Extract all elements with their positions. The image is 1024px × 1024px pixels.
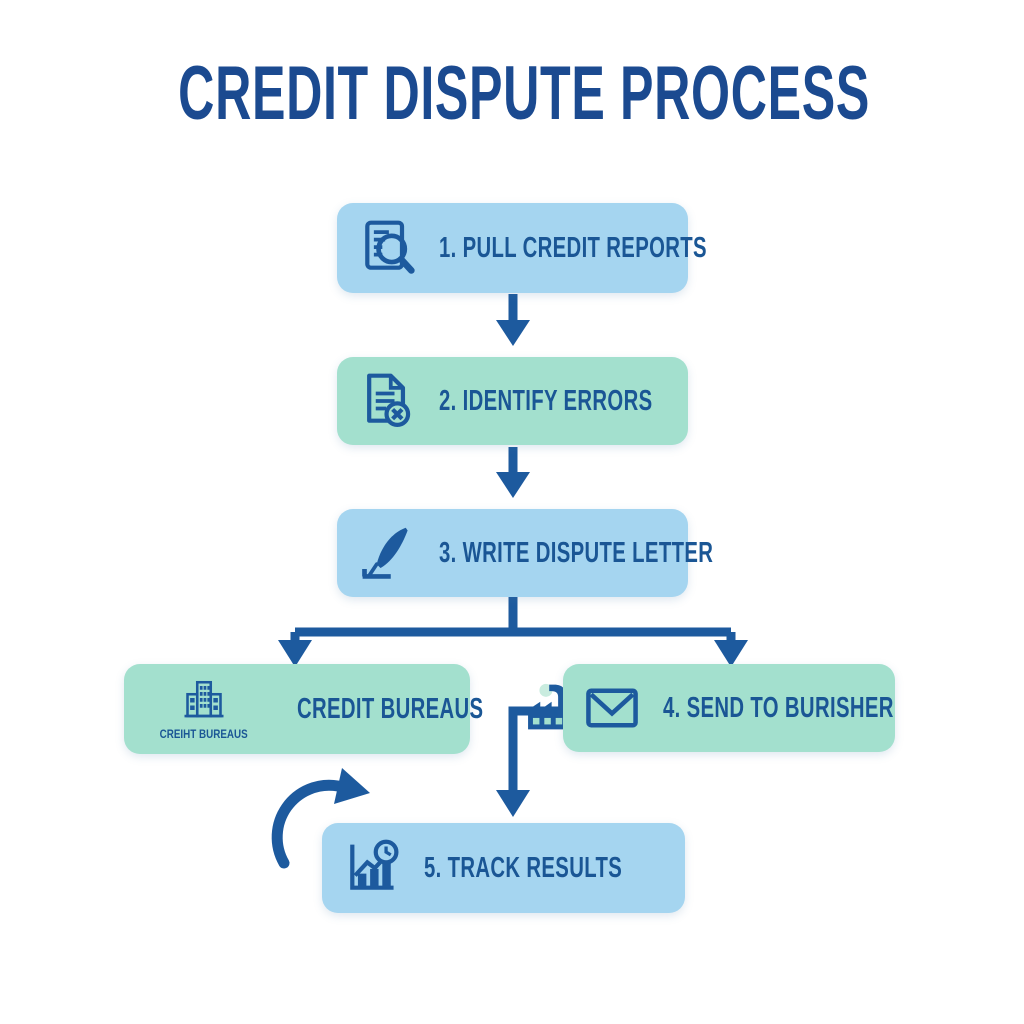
arrowhead-step5 [496,790,530,817]
step-1-label: 1. PULL CREDIT REPORTS [439,231,707,264]
arrowhead-bureaus [278,640,312,667]
arrowhead-step3 [496,472,530,498]
step-3-label: 3. WRITE DISPUTE LETTER [439,536,714,569]
step-3-box: 3. WRITE DISPUTE LETTER [337,509,713,597]
factory-icon [527,683,572,730]
step-4-box: 4. SEND TO BURISHER [563,664,895,752]
bureau-icon-column: CREIHT BUREAUS [150,677,257,741]
bureau-icon-caption: CREIHT BUREAUS [159,727,248,741]
credit-bureaus-label: CREDIT BUREAUS [297,692,484,725]
document-magnifier-icon [365,220,415,274]
page-title: CREDIT DISPUTE PROCESS [0,50,1024,137]
step-5-box: 5. TRACK RESULTS [322,823,685,913]
envelope-icon [586,688,638,728]
chart-clock-icon [350,839,399,890]
step-5-label: 5. TRACK RESULTS [424,851,623,884]
branch-connector [290,596,736,642]
step-4-label: 4. SEND TO BURISHER [663,691,894,724]
page-title-text: CREDIT DISPUTE PROCESS [178,51,870,136]
arrowhead-step2 [496,320,530,346]
factory-icon-wrap [524,683,576,735]
building-icon [184,680,224,718]
arrowhead-step4 [714,640,748,667]
document-error-icon [367,373,411,428]
step-1-box: 1. PULL CREDIT REPORTS [337,203,707,293]
step-2-label: 2. IDENTIFY ERRORS [439,384,653,417]
step-2-box: 2. IDENTIFY ERRORS [337,357,688,445]
credit-bureaus-box: CREIHT BUREAUS CREDIT BUREAUS [124,664,572,754]
quill-pen-icon [362,527,408,579]
